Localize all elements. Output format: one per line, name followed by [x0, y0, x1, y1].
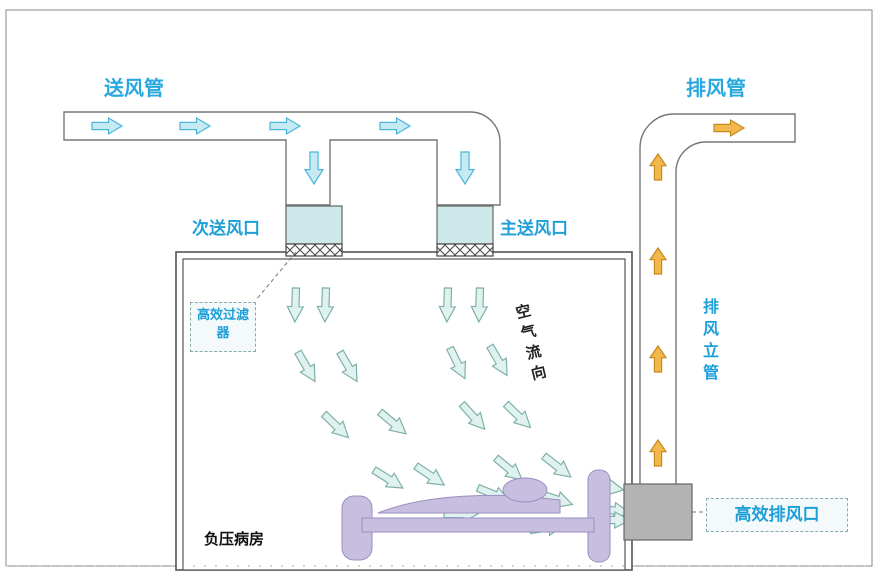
supply-duct [63, 111, 501, 206]
exhaust-flow-arrows [648, 118, 746, 467]
secondary-supply-outlet [285, 205, 343, 257]
exhaust-up-arrow [648, 152, 668, 181]
supply-down-arrow [303, 151, 325, 186]
hospital-bed [341, 469, 611, 563]
main-supply-outlet [436, 205, 494, 257]
exhaust-duct-label: 排风管 [686, 76, 746, 100]
airflow-arrow [486, 343, 508, 377]
hepa-exhaust-callout: 高效排风口 [706, 498, 848, 532]
airflow-arrow [458, 400, 486, 431]
supply-flow-arrows [91, 116, 476, 186]
ward-name-label: 负压病房 [204, 530, 265, 548]
airflow-arrow [286, 287, 305, 324]
airflow-arrow [336, 349, 358, 383]
exhaust-up-arrow [648, 438, 668, 467]
hepa-exhaust-box [623, 483, 693, 541]
supply-arrow [179, 116, 212, 136]
airflow-arrow [316, 287, 335, 324]
supply-arrow [269, 116, 302, 136]
airflow-arrow [540, 452, 572, 478]
airflow-arrow [376, 408, 408, 435]
airflow-arrow [413, 462, 446, 486]
supply-arrow [91, 116, 124, 136]
airflow-arrow [492, 454, 524, 481]
exhaust-riser-label: 排风立管 [702, 297, 719, 382]
airflow-arrow [320, 410, 350, 439]
main-outlet-label: 主送风口 [500, 219, 568, 239]
airflow-arrow [502, 400, 532, 429]
airflow-arrow [470, 287, 489, 324]
hepa-filter-callout: 高效过滤器 [190, 302, 256, 352]
supply-down-arrow [454, 151, 476, 186]
secondary-outlet-label: 次送风口 [192, 219, 260, 239]
airflow-arrow [371, 466, 404, 489]
supply-duct-label: 送风管 [104, 76, 164, 100]
airflow-arrow [445, 345, 467, 380]
exhaust-out-arrow [713, 118, 746, 138]
supply-arrow [379, 116, 412, 136]
exhaust-up-arrow [648, 246, 668, 275]
exhaust-up-arrow [648, 344, 668, 373]
airflow-arrow [438, 287, 457, 324]
airflow-arrow [294, 349, 316, 383]
filter-leader-line [255, 251, 297, 301]
